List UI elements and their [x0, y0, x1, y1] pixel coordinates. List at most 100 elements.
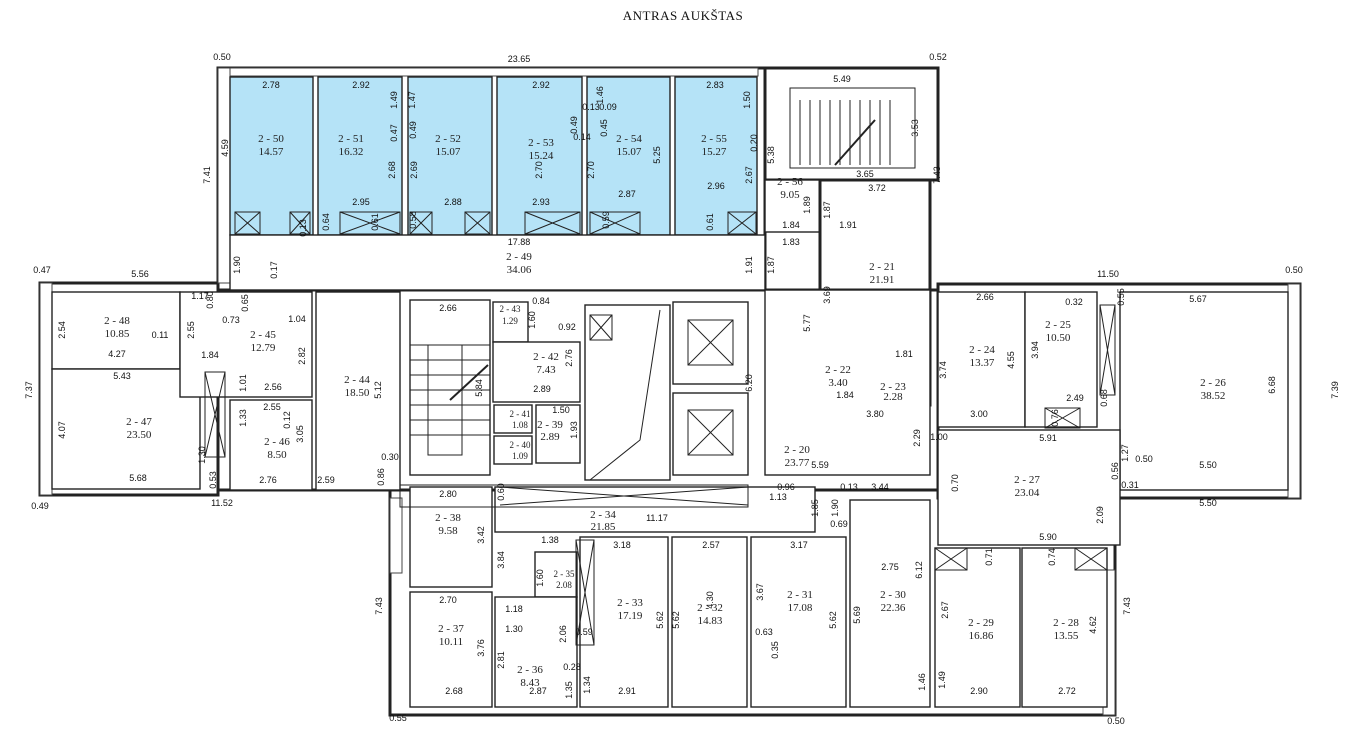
dimension-label: 0.13	[840, 482, 858, 492]
dimension-label: 1.27	[1120, 444, 1130, 462]
dimension-label: 1.60	[527, 311, 537, 329]
room-2-25[interactable]	[1024, 291, 1098, 428]
room-2-44[interactable]	[315, 291, 401, 491]
dimension-label: 0.13	[298, 219, 308, 237]
room-2-28[interactable]	[1021, 547, 1108, 708]
svg-text:7.43: 7.43	[536, 364, 556, 376]
dimension-label: 1.30	[505, 624, 523, 634]
room-2-51[interactable]	[317, 76, 403, 236]
dimension-label: 0.30	[381, 452, 399, 462]
svg-text:10.50: 10.50	[1046, 332, 1071, 344]
dimension-label: 0.14	[573, 132, 591, 142]
svg-text:23.04: 23.04	[1015, 487, 1040, 499]
dimension-label: 2.57	[702, 540, 720, 550]
dimension-label: 2.68	[387, 161, 397, 179]
room-2-36[interactable]	[494, 596, 578, 708]
dimension-label: 3.76	[476, 639, 486, 657]
dimension-label: 0.49	[569, 116, 579, 134]
room-2-39[interactable]	[535, 404, 581, 464]
dimension-label: 0.96	[777, 482, 795, 492]
dimension-label: 0.12	[282, 411, 292, 429]
dimension-label: 2.72	[1058, 686, 1076, 696]
dimension-label: 3.44	[871, 482, 889, 492]
room-2-26[interactable]	[1119, 291, 1289, 491]
room-2-49[interactable]	[229, 234, 766, 291]
svg-text:9.58: 9.58	[438, 525, 458, 537]
svg-text:2 - 49: 2 - 49	[506, 251, 532, 263]
dimension-label: 2.90	[970, 686, 988, 696]
room-2-32[interactable]	[671, 536, 748, 708]
dimension-label: 2.87	[529, 686, 547, 696]
svg-text:1.29: 1.29	[502, 316, 518, 326]
dimension-label: 0.50	[1285, 265, 1303, 275]
dimension-label: 1.38	[541, 535, 559, 545]
dimension-label: 2.66	[439, 303, 457, 313]
dimension-label: 2.83	[706, 80, 724, 90]
room-2-24[interactable]	[937, 291, 1026, 428]
label-2-22: 2 - 223.40	[825, 364, 851, 389]
room-2-33[interactable]	[579, 536, 669, 708]
dimension-label: 3.69	[822, 286, 832, 304]
svg-text:15.27: 15.27	[702, 146, 727, 158]
room-2-54[interactable]	[586, 76, 671, 236]
room-2-20[interactable]	[764, 289, 931, 476]
room-2-34[interactable]	[494, 486, 816, 533]
label-2-46: 2 - 468.50	[264, 436, 290, 461]
dimension-label: 3.18	[613, 540, 631, 550]
room-2-42[interactable]	[492, 341, 581, 403]
dimension-label: 3.00	[970, 409, 988, 419]
dimension-label: 4.07	[57, 421, 67, 439]
room-2-41[interactable]	[493, 404, 533, 434]
svg-text:2 - 53: 2 - 53	[528, 137, 554, 149]
room-2-31[interactable]	[750, 536, 847, 708]
room-2-29[interactable]	[934, 547, 1021, 708]
shafts	[204, 211, 1116, 646]
svg-text:2 - 22: 2 - 22	[825, 364, 851, 376]
room-2-38[interactable]	[409, 486, 493, 588]
dimension-label: 0.09	[599, 102, 617, 112]
dimension-label: 7.39	[1330, 381, 1340, 399]
room-2-35[interactable]	[534, 551, 578, 598]
room-2-55[interactable]	[674, 76, 758, 236]
svg-text:16.86: 16.86	[969, 630, 994, 642]
dimension-label: 1.50	[552, 405, 570, 415]
dimension-label: 2.29	[912, 429, 922, 447]
dimension-label: 11.50	[1097, 269, 1119, 279]
dimension-label: 11.17	[646, 513, 668, 523]
dimension-label: 3.80	[866, 409, 884, 419]
dimension-label: 0.74	[1047, 548, 1057, 566]
dimension-label: 1.90	[232, 256, 242, 274]
dimension-label: 1.46	[595, 86, 605, 104]
room-2-47[interactable]	[51, 368, 201, 490]
room-2-45[interactable]	[179, 291, 313, 398]
room-2-40[interactable]	[493, 435, 533, 465]
dimension-label: 6.68	[1267, 376, 1277, 394]
room-2-37[interactable]	[409, 591, 493, 708]
room-2-52[interactable]	[407, 76, 493, 236]
dimension-label: 1.84	[201, 350, 219, 360]
dimension-label: 1.30	[197, 446, 207, 464]
svg-text:15.24: 15.24	[529, 150, 554, 162]
svg-text:2.28: 2.28	[883, 391, 903, 403]
dimension-label: 7.43	[1122, 597, 1132, 615]
room-2-30[interactable]	[849, 499, 931, 708]
svg-text:2 - 39: 2 - 39	[537, 419, 563, 431]
room-2-27[interactable]	[937, 429, 1121, 546]
svg-text:2.89: 2.89	[540, 431, 560, 443]
dimension-label: 1.49	[937, 671, 947, 689]
room-2-46[interactable]	[229, 399, 313, 491]
dimension-label: 0.58	[408, 211, 418, 229]
svg-text:2 - 25: 2 - 25	[1045, 319, 1071, 331]
room-2-43[interactable]	[492, 301, 529, 343]
svg-text:8.43: 8.43	[520, 677, 540, 689]
dimension-label: 0.76	[1050, 409, 1060, 427]
dimension-label: 0.50	[1107, 716, 1125, 726]
dimension-label: 5.25	[652, 146, 662, 164]
room-2-53[interactable]	[496, 76, 583, 236]
dimension-label: 0.86	[376, 468, 386, 486]
